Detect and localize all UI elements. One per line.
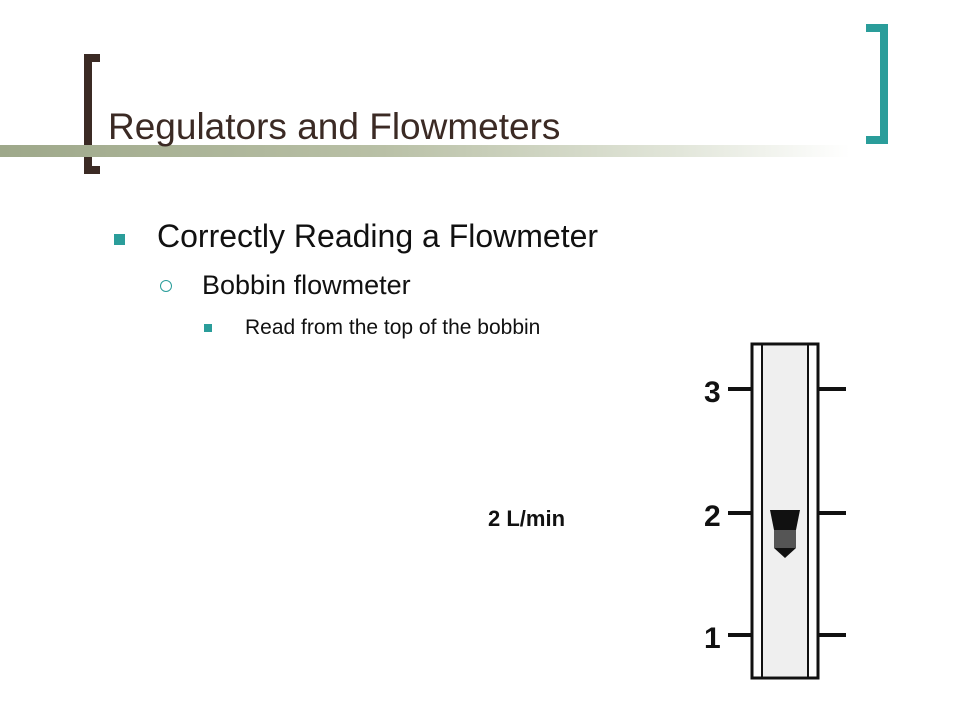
- scale-label-3: 3: [704, 376, 721, 409]
- small-square-bullet-icon: [204, 324, 212, 332]
- bobbin: [770, 510, 800, 558]
- title-underline-bar: [0, 145, 850, 157]
- bullet-level-3: Read from the top of the bobbin: [245, 316, 541, 339]
- bobbin-top: [770, 510, 800, 530]
- bobbin-tip: [774, 548, 796, 558]
- square-bullet-icon: [114, 234, 125, 245]
- scale-label-2: 2: [704, 500, 721, 533]
- scale-label-1: 1: [704, 622, 721, 655]
- slide-title: Regulators and Flowmeters: [108, 106, 561, 147]
- flow-reading-label: 2 L/min: [488, 506, 566, 531]
- right-bracket-decoration: [866, 24, 888, 144]
- bullet-level-2: Bobbin flowmeter: [202, 270, 411, 300]
- bullet-level-1: Correctly Reading a Flowmeter: [157, 218, 599, 254]
- left-bracket-decoration: [84, 54, 100, 174]
- scale-ticks: [728, 387, 846, 637]
- bobbin-body: [774, 530, 796, 548]
- circle-bullet-icon: [160, 280, 172, 292]
- bobbin-flowmeter-diagram: 3 2 1: [704, 342, 846, 680]
